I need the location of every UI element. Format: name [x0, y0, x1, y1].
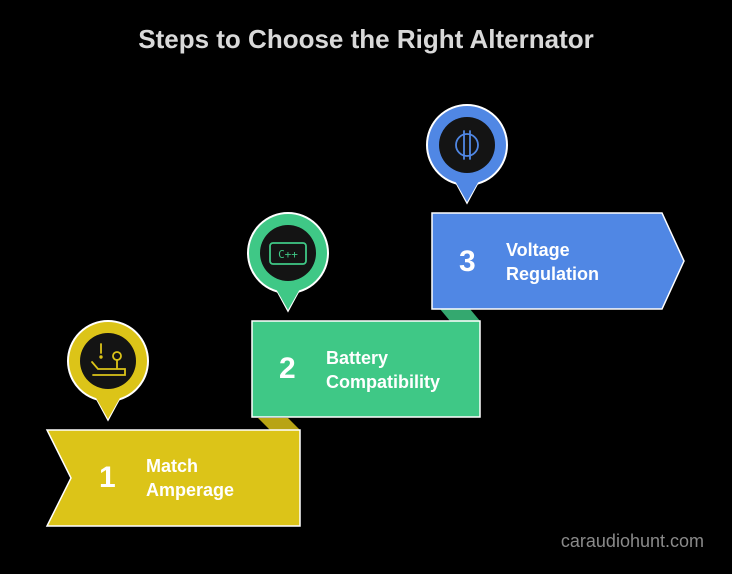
step-3-label-line2: Regulation: [506, 264, 599, 284]
step-2-pin: C++: [247, 212, 329, 313]
compatibility-chip-icon: C++: [269, 242, 307, 265]
step-1-label-line1: Match: [146, 456, 199, 476]
page-title: Steps to Choose the Right Alternator: [138, 24, 594, 54]
step-3-label: Voltage Regulation: [506, 238, 599, 286]
connector-2-3: [440, 309, 480, 321]
step-1-number: 1: [99, 461, 116, 494]
battery-warning-icon: [91, 343, 126, 376]
step-1-shape: [45, 429, 301, 527]
step-3-shape: [431, 212, 685, 310]
step-3-number: 3: [459, 245, 476, 278]
step-2-label-line2: Compatibility: [326, 372, 441, 392]
step-3-pin: [426, 104, 508, 205]
step-2-shape: [251, 320, 481, 418]
step-1-pin: [67, 320, 149, 422]
step-2-label: Battery Compatibility: [326, 346, 440, 394]
step-3-label-line1: Voltage: [506, 240, 570, 260]
step-2-label-line1: Battery: [326, 348, 389, 368]
connector-1-2: [258, 418, 300, 430]
footer-watermark: caraudiohunt.com: [560, 531, 704, 551]
step-1-label-line2: Amperage: [146, 480, 235, 500]
step-2-number: 2: [279, 352, 296, 385]
chip-label: C++: [278, 248, 298, 261]
voltage-regulation-icon: [455, 130, 479, 160]
step-1-label: Match Amperage: [146, 454, 234, 502]
